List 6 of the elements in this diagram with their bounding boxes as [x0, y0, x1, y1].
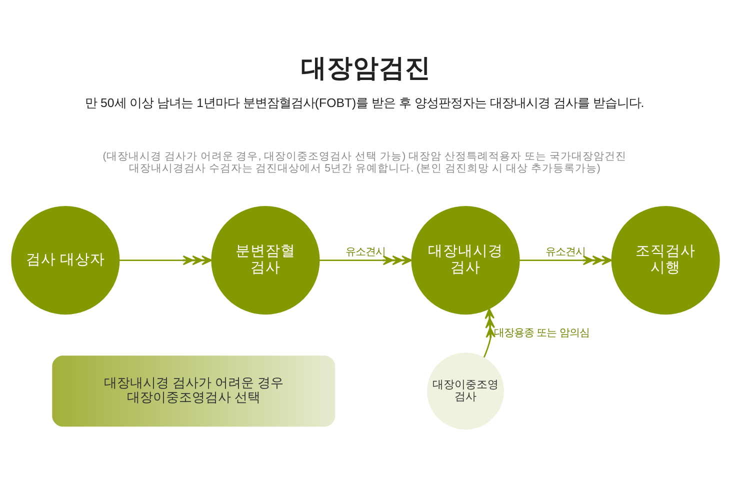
edge-label: 대장용종 또는 암의심	[494, 328, 590, 340]
diagram-title: 대장암검진	[300, 54, 431, 82]
label: 만 50세 이상 남녀는 1년마다 분변잠혈검사(FOBT)를 받은 후 양성판정자는 대장내시경 검사를 받습니다.	[85, 96, 644, 110]
edge-label: 유소견시	[346, 246, 386, 258]
label: (대장내시경 검사가 어려운 경우, 대장이중조영검사 선택 가능) 대장암 산정특례적용자 또는 국가대장암건진 대장내시경검사 수검자는 검진대상에서 5년간 유예합니다. (본인 검진희망 시 대상 추가등록가능)	[102, 150, 627, 174]
edge-label: 유소견시	[546, 246, 586, 258]
